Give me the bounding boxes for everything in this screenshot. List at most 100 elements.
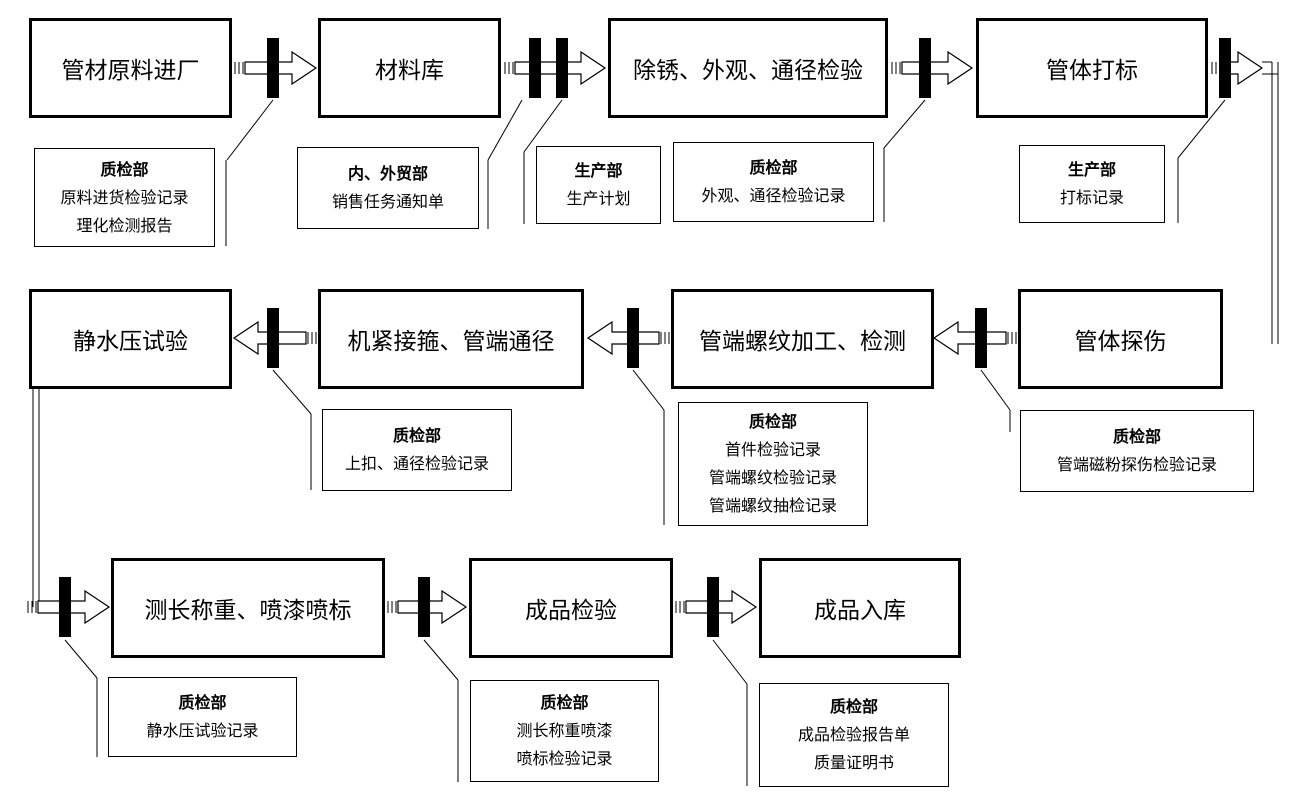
note-box-flaw-records: 质检部 管端磁粉探伤检验记录 [1020,410,1254,492]
arrow-body [901,50,974,86]
note-line: 上扣、通径检验记录 [344,454,489,473]
note-box-production-plan: 生产部 生产计划 [536,146,661,224]
note-dept: 质检部 [392,426,441,445]
step-label: 管体探伤 [1074,329,1167,355]
step-box-tube-marking: 管体打标 [976,18,1208,118]
note-line: 生产计划 [566,189,631,208]
note-dept: 质检部 [829,697,878,716]
leader-line [226,99,274,161]
note-dept: 质检部 [748,412,797,431]
step-box-derust-inspect: 除锈、外观、通径检验 [608,18,888,118]
step-label: 成品入库 [814,598,906,624]
step-label: 测长称重、喷漆喷标 [144,598,352,624]
arrow-body [685,589,758,625]
flow-arrow [675,577,758,637]
arrow-bar-marker [1219,38,1231,98]
leader-line [980,369,1011,411]
step-box-thread-machining: 管端螺纹加工、检测 [671,289,934,389]
note-dept: 生产部 [1067,160,1116,179]
arrow-bar-marker [556,38,568,98]
step-label: 静水压试验 [73,329,188,355]
arrow-bar-marker [59,577,71,637]
arrow-bar-marker [707,577,719,637]
note-box-thread-records: 质检部 首件检验记录 管端螺纹检验记录 管端螺纹抽检记录 [678,402,868,526]
note-line: 成品检验报告单 [797,725,910,744]
flow-arrow [932,308,1017,368]
note-box-final-records: 质检部 成品检验报告单 质量证明书 [759,683,949,787]
note-box-hydrostatic-records: 质检部 静水压试验记录 [108,677,297,757]
note-dept: 内、外贸部 [347,164,428,183]
leader-line [487,99,523,161]
note-box-paint-records: 质检部 测长称重喷漆 喷标检验记录 [470,680,659,782]
note-line: 理化检测报告 [76,215,173,235]
note-box-appearance-records: 质检部 外观、通径检验记录 [673,142,874,222]
note-dept: 质检部 [540,693,589,712]
flow-arrow [891,38,974,98]
note-line: 喷标检验记录 [516,749,613,768]
arrow-bar-marker [919,38,931,98]
note-line: 原料进货检验记录 [60,187,189,207]
leader-line [272,369,312,415]
arrow-bar-marker [975,308,987,368]
note-line: 销售任务通知单 [331,192,444,211]
arrow-body [932,320,1007,356]
step-box-hydrostatic-test: 静水压试验 [29,289,232,389]
arrow-bar-marker [267,38,279,98]
note-line: 管端螺纹抽检记录 [708,496,837,515]
leader-line [1177,99,1226,159]
note-line: 首件检验记录 [724,440,821,459]
note-line: 外观、通径检验记录 [701,186,846,205]
note-line: 静水压试验记录 [146,721,259,740]
note-dept: 质检部 [100,159,149,179]
note-dept: 质检部 [1112,427,1161,446]
arrow-body [397,589,468,625]
step-box-raw-material: 管材原料进厂 [29,18,232,118]
step-box-flaw-detection: 管体探伤 [1018,289,1223,389]
note-dept: 生产部 [574,161,623,180]
step-label: 机紧接箍、管端通径 [347,329,555,355]
step-box-coupling-makeup: 机紧接箍、管端通径 [318,289,584,389]
arrow-bar-marker [529,38,541,98]
step-label: 管端螺纹加工、检测 [699,329,906,355]
flow-arrow [1211,38,1264,98]
step-label: 成品检验 [525,598,617,624]
arrow-bar-marker [418,577,430,637]
note-box-sales-dept: 内、外贸部 销售任务通知单 [297,147,479,229]
arrow-bar-marker [627,308,639,368]
arrow-body [37,589,111,625]
arrow-body [586,320,660,356]
flow-arrow [234,38,318,98]
step-label: 管体打标 [1046,58,1138,84]
step-label: 管材原料进厂 [61,58,200,84]
step-label: 材料库 [375,58,444,84]
leader-line [423,639,459,681]
step-box-final-inspection: 成品检验 [469,558,673,658]
note-dept: 质检部 [178,693,227,712]
flow-arrow [27,577,111,637]
note-box-makeup-records: 质检部 上扣、通径检验记录 [322,409,512,491]
step-label: 除锈、外观、通径检验 [633,58,863,84]
arrow-body [244,50,318,86]
step-box-measure-paint: 测长称重、喷漆喷标 [111,558,385,658]
note-line: 质量证明书 [813,753,894,772]
flow-arrow [232,308,317,368]
note-box-marking-records: 生产部 打标记录 [1019,145,1165,223]
leader-line [64,639,98,679]
note-line: 测长称重喷漆 [516,721,613,740]
step-box-warehousing: 成品入库 [759,558,961,658]
arrow-bar-marker [267,308,279,368]
note-line: 管端磁粉探伤检验记录 [1056,455,1217,474]
leader-line [523,99,563,153]
leader-line [883,99,926,149]
leader-line [712,639,748,685]
leader-line [632,369,665,411]
note-line: 打标记录 [1059,188,1124,207]
flow-arrow [504,38,607,98]
note-line: 管端螺纹检验记录 [708,468,837,487]
flow-arrow [586,308,670,368]
flow-arrow [387,577,468,637]
step-box-material-store: 材料库 [318,18,501,118]
note-box-raw-material-records: 质检部 原料进货检验记录 理化检测报告 [34,148,215,247]
